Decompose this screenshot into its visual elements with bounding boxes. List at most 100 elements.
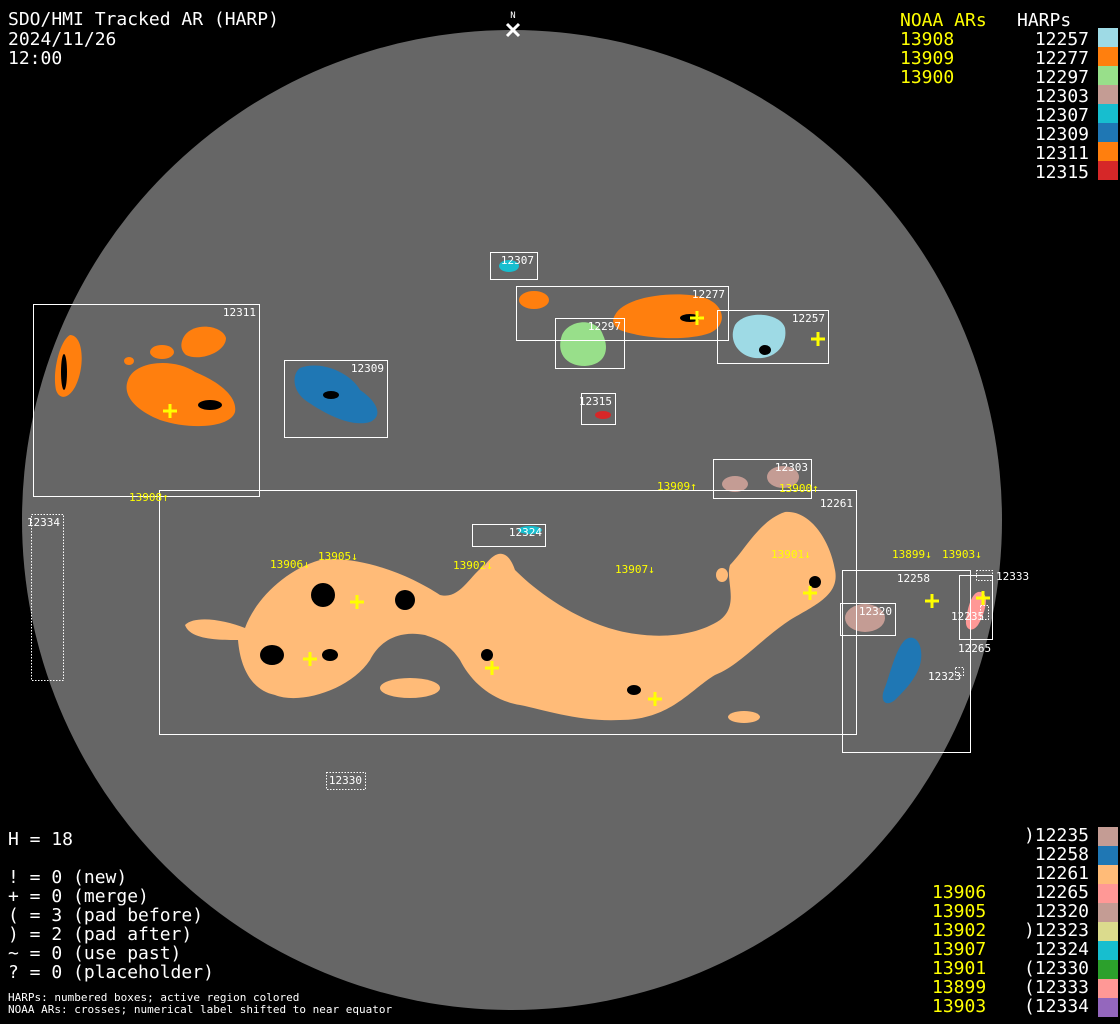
- active-regions: [54, 260, 986, 723]
- harp-box-12333: [976, 570, 993, 581]
- region-12303: [767, 466, 799, 488]
- stats-line: ) = 2 (pad after): [8, 924, 193, 945]
- harp-box-label: 12320: [859, 605, 892, 618]
- legend-harp-id: 12257: [1034, 29, 1089, 50]
- noaa-cross-icon: [163, 404, 177, 418]
- region-12320: [845, 604, 885, 632]
- region-12258: [882, 637, 922, 704]
- legend-color-swatch: [1098, 104, 1118, 123]
- noaa-label: 13905↓: [318, 550, 358, 563]
- region-12277: [613, 294, 722, 339]
- harp-box-label: 12334: [27, 516, 60, 529]
- legend-color-swatch: [1098, 884, 1118, 903]
- legend-noaa-id: 13907: [932, 939, 987, 960]
- map-time: 12:00: [8, 48, 63, 69]
- map-title: SDO/HMI Tracked AR (HARP): [8, 9, 279, 30]
- noaa-cross-icon: [350, 595, 364, 609]
- harp-box-label: 12261: [820, 497, 853, 510]
- noaa-cross-icon: [976, 591, 990, 605]
- harp-box-label: 12323: [928, 670, 961, 683]
- harp-box-12315: [581, 393, 616, 425]
- legend-harp-id: 12315: [1034, 162, 1089, 183]
- harp-box-12323: [955, 667, 964, 676]
- harp-box-label: 12297: [588, 320, 621, 333]
- region-12307: [499, 260, 519, 272]
- harp-box-label: 12333: [996, 570, 1029, 583]
- stats-line: ! = 0 (new): [8, 867, 128, 888]
- legend-noaa-id: 13900: [900, 67, 955, 88]
- legend-color-swatch: [1098, 903, 1118, 922]
- harp-box-12307: [490, 252, 538, 280]
- harp-box-label: 12315: [579, 395, 612, 408]
- legend-harp-id: 12265: [1023, 882, 1089, 903]
- north-label: N: [510, 11, 515, 21]
- legend-harp-id: 12303: [1034, 86, 1089, 107]
- legend-harp-id: )12235: [1023, 825, 1089, 846]
- legend-noaa-id: 13902: [932, 920, 987, 941]
- legend-harp-id: (12334: [1023, 996, 1089, 1017]
- harp-box-12303: [713, 459, 812, 499]
- harp-box-label: 12309: [351, 362, 384, 375]
- legend-harp-id: 12307: [1034, 105, 1089, 126]
- region-12257: [732, 314, 786, 359]
- harp-box-label: 12303: [775, 461, 808, 474]
- noaa-cross-icon: [648, 692, 662, 706]
- legend-color-swatch: [1098, 922, 1118, 941]
- harp-box-12257: [717, 310, 829, 364]
- harp-boxes: 1231112309123071227712297122571231512303…: [27, 252, 1029, 790]
- legend-harp-id: 12311: [1034, 143, 1089, 164]
- harp-box-label: 12311: [223, 306, 256, 319]
- stats-line: + = 0 (merge): [8, 886, 149, 907]
- noaa-cross-icon: [485, 661, 499, 675]
- solar-disk: [22, 30, 1002, 1010]
- harp-box-12311: [33, 304, 260, 497]
- legend-color-swatch: [1098, 85, 1118, 104]
- legend-harp-id: (12333: [1023, 977, 1089, 998]
- legend-noaa-id: 13905: [932, 901, 987, 922]
- legend-color-swatch: [1098, 865, 1118, 884]
- region-12261: [716, 568, 728, 582]
- legend-harp-id: 12258: [1023, 844, 1089, 865]
- noaa-cross-icon: [925, 594, 939, 608]
- noaa-labels: 13908↑13909↑13900↑13906↓13905↓13902↓1390…: [129, 480, 982, 576]
- harp-box-label: 12235: [951, 610, 984, 623]
- harp-box-label: 12307: [501, 254, 534, 267]
- legend-harp-id: 12309: [1034, 124, 1089, 145]
- legend-harp-id: (12330: [1023, 958, 1089, 979]
- harp-box-label: 12265: [958, 642, 991, 655]
- region-12311: [124, 357, 134, 365]
- region-12261: [185, 511, 836, 721]
- legend-color-swatch: [1098, 998, 1118, 1017]
- region-12315: [595, 411, 611, 419]
- harp-box-12330: [326, 772, 366, 790]
- legend-harp-id: 12277: [1034, 48, 1089, 69]
- legend-harp-id: )12323: [1023, 920, 1089, 941]
- harp-box-label: 12324: [509, 526, 542, 539]
- noaa-label: 13901↓: [771, 548, 811, 561]
- noaa-cross-icon: [303, 652, 317, 666]
- legend-color-swatch: [1098, 47, 1118, 66]
- harp-box-12297: [555, 318, 625, 369]
- harp-box-12261: [159, 490, 857, 735]
- harp-box-label: 12330: [329, 774, 362, 787]
- region-12261: [728, 711, 760, 723]
- harp-box-12277: [516, 286, 729, 341]
- stats-line: ~ = 0 (use past): [8, 943, 182, 964]
- legend-color-swatch: [1098, 28, 1118, 47]
- noaa-label: 13909↑: [657, 480, 697, 493]
- legend-color-swatch: [1098, 846, 1118, 865]
- harp-box-label: 12257: [792, 312, 825, 325]
- region-12324: [518, 526, 542, 534]
- harp-box-12334: [31, 514, 64, 681]
- legend-noaa-id: 13903: [932, 996, 987, 1017]
- noaa-crosses: [163, 311, 990, 706]
- harp-box-label: 12258: [897, 572, 930, 585]
- harp-box-12258: [842, 570, 971, 753]
- legend-harp-id: 12324: [1023, 939, 1089, 960]
- legend-harp-id: 12261: [1023, 863, 1089, 884]
- noaa-label: 13906↓: [270, 558, 310, 571]
- harp-box-12320: [840, 603, 896, 636]
- region-12311: [126, 362, 236, 427]
- region-12311: [181, 326, 226, 358]
- legend-noaa-id: 13899: [932, 977, 987, 998]
